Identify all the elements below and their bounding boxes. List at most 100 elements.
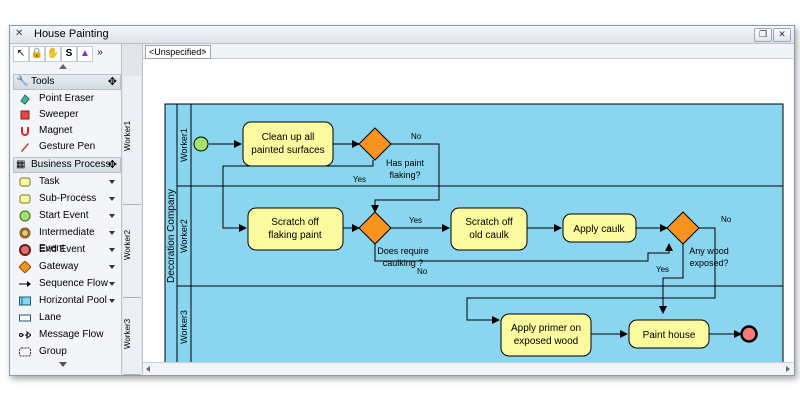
lane-ruler-worker1[interactable]: Worker1	[123, 76, 141, 205]
scroll-right-icon[interactable]	[786, 366, 790, 372]
svg-text:exposed wood: exposed wood	[514, 336, 579, 347]
scroll-left-icon[interactable]	[146, 366, 150, 372]
task-scratch-flaking-paint[interactable]: Scratch off flaking paint	[247, 207, 344, 251]
chevron-down-icon[interactable]: »	[97, 47, 103, 58]
intermediate-event-icon	[19, 227, 31, 239]
svg-text:Does require: Does require	[377, 246, 429, 256]
palette-item-gateway[interactable]: Gateway	[17, 259, 119, 275]
palette-item-lane[interactable]: Lane	[17, 310, 119, 326]
sub-process-icon	[19, 194, 31, 204]
palette-item-sweeper[interactable]: Sweeper	[17, 107, 119, 123]
window-title: House Painting	[34, 28, 109, 40]
tools-section-header[interactable]: 🔧 Tools ✥	[13, 74, 121, 90]
horizontal-scrollbar[interactable]	[143, 362, 793, 375]
start-event[interactable]	[193, 136, 209, 152]
palette-item-task[interactable]: Task	[17, 174, 119, 190]
flow-label-no: No	[411, 132, 422, 141]
lane-ruler: Worker1 Worker2 Worker3	[122, 44, 143, 375]
dropdown-arrow-icon[interactable]	[109, 231, 115, 235]
svg-text:flaking paint: flaking paint	[268, 230, 322, 241]
flow-label-yes: Yes	[353, 175, 366, 184]
svg-text:old caulk: old caulk	[469, 230, 509, 241]
palette-item-magnet[interactable]: Magnet	[17, 123, 119, 139]
lane-label-worker1: Worker1	[179, 128, 189, 162]
diagram-canvas[interactable]: <Unspecified> ⌕ Decoration Company Worke…	[143, 44, 793, 375]
pointer-icon[interactable]: ↖	[13, 46, 29, 62]
palette-item-point-eraser[interactable]: Point Eraser	[17, 91, 119, 107]
scroll-down-icon[interactable]	[59, 362, 67, 367]
end-event[interactable]	[740, 325, 758, 343]
svg-text:Any wood: Any wood	[689, 246, 729, 256]
dropdown-arrow-icon[interactable]	[109, 214, 115, 218]
lane-ruler-worker2[interactable]: Worker2	[123, 205, 141, 298]
sequence-flow-icon	[19, 281, 31, 287]
gateway-icon	[19, 261, 31, 273]
scroll-up-icon[interactable]	[59, 64, 67, 69]
svg-text:exposed?: exposed?	[689, 258, 728, 268]
svg-text:caulking ?: caulking ?	[383, 258, 424, 268]
svg-text:Clean up all: Clean up all	[262, 132, 315, 143]
flow-label-yes: Yes	[409, 216, 422, 225]
lock-icon[interactable]: 🔒	[29, 46, 45, 62]
app-icon: ✕	[15, 28, 24, 39]
dropdown-arrow-icon[interactable]	[109, 299, 115, 303]
diagram-tab[interactable]: <Unspecified>	[145, 45, 211, 59]
palette-item-sequence-flow[interactable]: Sequence Flow	[17, 276, 119, 292]
bpmn-diagram[interactable]: Decoration Company Worker1 Worker2 Worke…	[143, 58, 793, 362]
start-event-icon	[19, 210, 31, 222]
palette-toolbar: ↖ 🔒 ✋ S ▲ »	[13, 46, 119, 62]
gateway-any-wood-exposed[interactable]: Any wood exposed?	[666, 211, 729, 268]
palette-item-intermediate-event[interactable]: Intermediate Event	[17, 225, 119, 254]
palette-item-start-event[interactable]: Start Event	[17, 208, 119, 224]
sweep-select-icon[interactable]: S	[61, 46, 77, 62]
dropdown-arrow-icon[interactable]	[109, 248, 115, 252]
magnet-icon	[21, 127, 29, 136]
dropdown-arrow-icon[interactable]	[109, 197, 115, 201]
diagram-palette: ↖ 🔒 ✋ S ▲ » 🔧 Tools ✥ Point Eraser Sweep…	[11, 44, 122, 374]
task-scratch-old-caulk[interactable]: Scratch off old caulk	[450, 207, 528, 251]
palette-item-message-flow[interactable]: Message Flow	[17, 327, 119, 343]
task-apply-caulk[interactable]: Apply caulk	[562, 213, 637, 243]
dropdown-arrow-icon[interactable]	[109, 265, 115, 269]
flow-label-no: No	[417, 267, 428, 276]
business-process-section-header[interactable]: ▦ Business Process ✥	[13, 157, 121, 173]
palette-item-horizontal-pool[interactable]: Horizontal Pool	[17, 293, 119, 309]
palette-item-sub-process[interactable]: Sub-Process	[17, 191, 119, 207]
svg-text:Scratch off: Scratch off	[271, 217, 319, 228]
gateway-require-caulking[interactable]: Does require caulking ?	[358, 211, 429, 268]
palette-item-gesture-pen[interactable]: Gesture Pen	[17, 139, 119, 155]
task-clean-up[interactable]: Clean up all painted surfaces	[242, 121, 334, 167]
task-apply-primer[interactable]: Apply primer on exposed wood	[500, 313, 592, 357]
svg-text:Paint house: Paint house	[643, 330, 696, 341]
svg-text:painted surfaces: painted surfaces	[251, 145, 324, 156]
dropdown-arrow-icon[interactable]	[109, 180, 115, 184]
shape-icon[interactable]: ▲	[77, 46, 93, 62]
sweeper-icon	[20, 110, 30, 120]
restore-button[interactable]: ❐	[754, 28, 772, 42]
pool-icon	[19, 296, 31, 306]
search-icon[interactable]: ⌕	[201, 45, 207, 55]
pool-label: Decoration Company	[166, 189, 177, 283]
palette-item-end-event[interactable]: End Event	[17, 242, 119, 258]
task-paint-house[interactable]: Paint house	[628, 319, 710, 349]
eraser-icon	[20, 94, 30, 105]
tools-icon: 🔧	[16, 76, 29, 87]
pin-icon[interactable]: ✥	[107, 76, 117, 88]
svg-text:Scratch off: Scratch off	[465, 217, 513, 228]
title-bar: ✕ House Painting ❐ ✕	[10, 26, 794, 44]
group-icon	[19, 347, 31, 357]
dropdown-arrow-icon[interactable]	[109, 282, 115, 286]
task-icon	[19, 177, 31, 187]
process-icon: ▦	[16, 159, 26, 170]
svg-text:Apply caulk: Apply caulk	[573, 224, 625, 235]
diagram-tab-bar: <Unspecified> ⌕	[143, 44, 793, 59]
end-event-icon	[19, 244, 31, 256]
lane-ruler-worker3[interactable]: Worker3	[123, 298, 141, 375]
close-button[interactable]: ✕	[773, 28, 791, 42]
svg-text:Apply primer on: Apply primer on	[511, 323, 581, 334]
palette-item-group[interactable]: Group	[17, 344, 119, 360]
hand-icon[interactable]: ✋	[45, 46, 61, 62]
pin-icon[interactable]: ✥	[107, 159, 117, 171]
gateway-has-paint-flaking[interactable]: Has paint flaking?	[358, 127, 425, 180]
lane-label-worker2: Worker2	[179, 219, 189, 253]
